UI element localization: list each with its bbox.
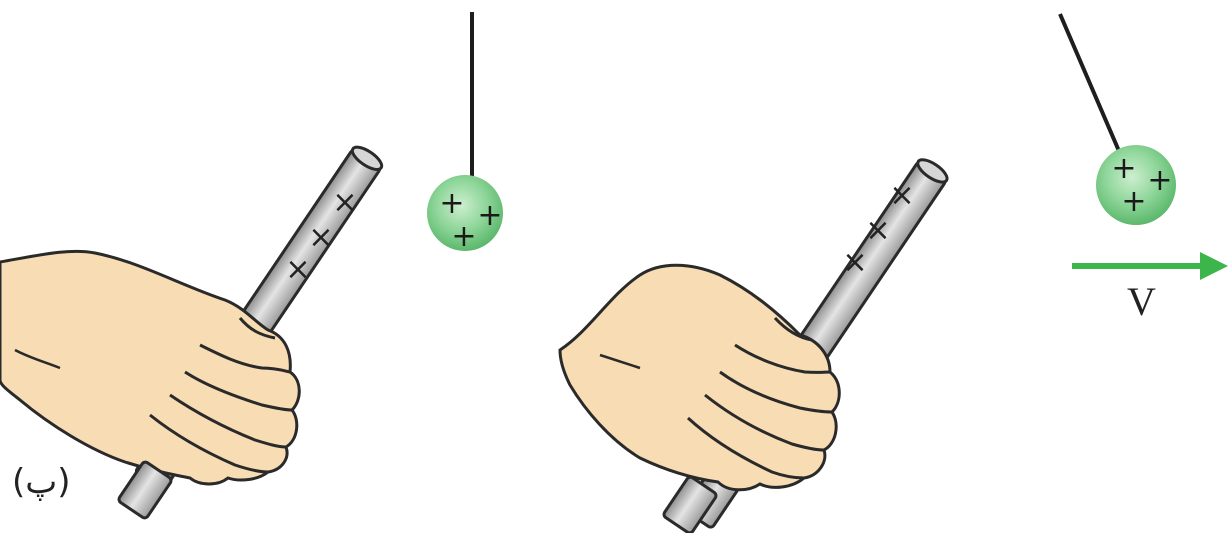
- right-rod-charge-2: ×: [865, 213, 890, 248]
- velocity-label: V: [1127, 278, 1156, 325]
- right-rod-charge-1: ×: [889, 178, 914, 213]
- right-panel: + + + × × ×: [560, 14, 1228, 533]
- right-ball-charge-2: +: [1147, 163, 1172, 198]
- left-ball-charge-2: +: [477, 198, 502, 233]
- left-rod-charge-3: ×: [285, 252, 310, 287]
- panel-label: (پ): [12, 462, 71, 502]
- left-panel: + + + × × ×: [0, 12, 503, 519]
- right-hand: [560, 265, 839, 490]
- left-rod-charge-2: ×: [308, 220, 333, 255]
- left-rod-charge-1: ×: [332, 185, 357, 220]
- left-ball-charge-1: +: [439, 186, 464, 221]
- velocity-arrow: [1072, 252, 1228, 280]
- left-hand: [0, 251, 299, 484]
- right-rod-charge-3: ×: [842, 245, 867, 280]
- right-ball-charge-1: +: [1111, 151, 1136, 186]
- right-ball-charge-3: +: [1121, 184, 1146, 219]
- left-ball-charge-3: +: [451, 219, 476, 254]
- right-thread: [1060, 14, 1128, 172]
